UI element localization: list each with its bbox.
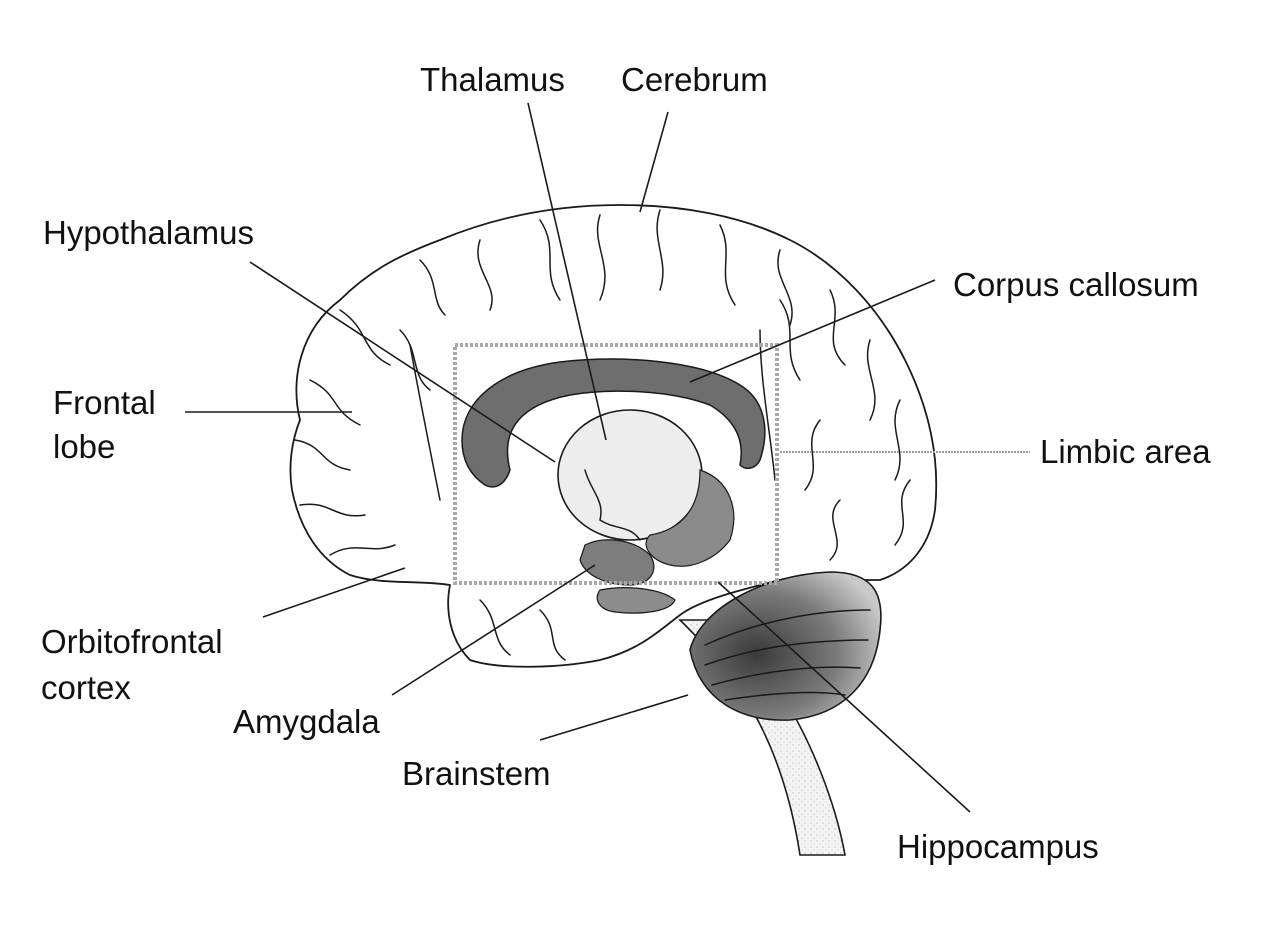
hippocampus-shape [596,587,676,614]
thalamus-shape [557,409,703,541]
label-limbic-area: Limbic area [1040,433,1211,470]
amygdala-shape [579,539,655,586]
label-amygdala: Amygdala [233,703,380,740]
cerebrum-outline [289,204,938,668]
hypothalamus-shape [645,469,735,567]
label-orbitofrontal-line1: Orbitofrontal [41,623,223,660]
label-corpus-callosum: Corpus callosum [953,266,1199,303]
label-orbitofrontal-line2: cortex [41,669,131,706]
label-thalamus: Thalamus [420,61,565,98]
corpus-callosum-shape [461,358,766,488]
gyri-lines [294,209,911,661]
label-brainstem: Brainstem [402,755,551,792]
label-frontal-lobe-line2: lobe [53,428,116,465]
label-frontal-lobe-line1: Frontal [53,384,156,421]
leader-lines [185,102,1030,813]
limbic-area-box [453,343,779,585]
label-cerebrum: Cerebrum [621,61,768,98]
cerebellum-folia [704,609,871,701]
label-hippocampus: Hippocampus [897,828,1099,865]
label-hypothalamus: Hypothalamus [43,214,254,251]
